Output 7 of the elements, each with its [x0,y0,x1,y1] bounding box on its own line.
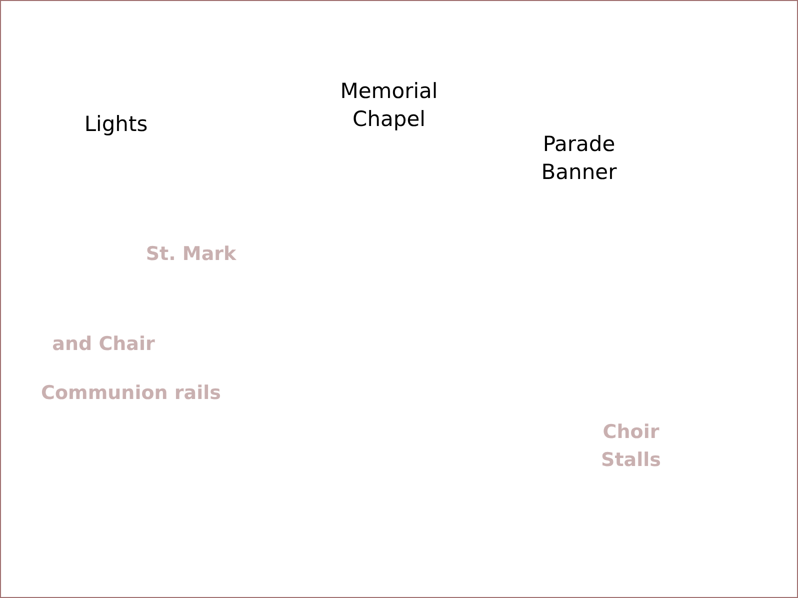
area-label: Communion rails [40,381,222,406]
area-label: Choir Stalls [600,420,662,473]
area-label: St. Mark [144,242,238,267]
area-label: Lights [83,111,149,138]
area-label: and Chair [51,332,156,357]
area-label: Memorial Chapel [339,78,439,133]
area-label: Parade Banner [540,131,618,186]
